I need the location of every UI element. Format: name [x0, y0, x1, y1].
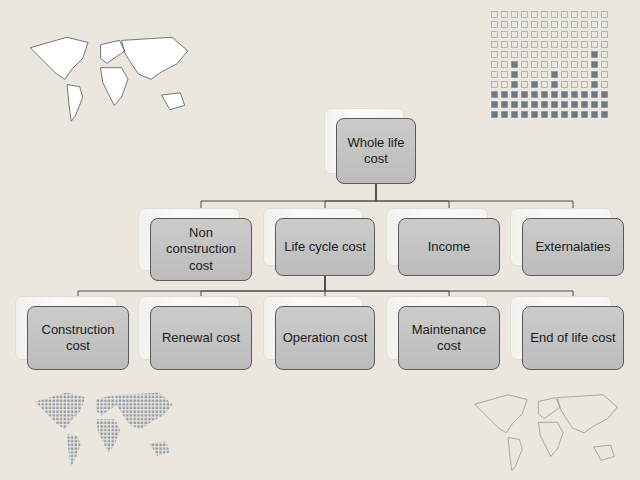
square-grid [490, 10, 610, 120]
dotted-world-map [35, 393, 173, 467]
cost-box: Externalaties [522, 218, 624, 276]
box-face: Construction cost [27, 306, 129, 370]
box-face: Renewal cost [150, 306, 252, 370]
box-face: Non construction cost [150, 218, 252, 281]
world-map [30, 37, 188, 121]
box-label: Income [428, 239, 471, 255]
box-face: Externalaties [522, 218, 624, 276]
box-face: Whole life cost [336, 118, 416, 184]
cost-box: Income [398, 218, 500, 276]
box-face: End of life cost [522, 306, 624, 370]
box-label: Renewal cost [162, 330, 240, 346]
cost-box: Renewal cost [150, 306, 252, 370]
dark-squares [550, 70, 560, 90]
box-label: Life cycle cost [284, 239, 366, 255]
cost-box: Life cycle cost [275, 218, 375, 276]
cost-box: Non construction cost [150, 218, 252, 281]
dark-squares [530, 80, 540, 90]
dark-squares [490, 90, 610, 120]
box-label: End of life cost [530, 330, 615, 346]
dark-squares [590, 50, 600, 90]
box-label: Construction cost [34, 322, 122, 355]
cost-box: Operation cost [275, 306, 375, 370]
box-label: Maintenance cost [405, 322, 493, 355]
box-face: Maintenance cost [398, 306, 500, 370]
root-box: Whole life cost [336, 118, 416, 184]
box-face: Life cycle cost [275, 218, 375, 276]
box-label: Whole life cost [343, 135, 409, 168]
cost-box: Construction cost [27, 306, 129, 370]
dark-squares [510, 60, 520, 90]
box-face: Income [398, 218, 500, 276]
cost-box: Maintenance cost [398, 306, 500, 370]
box-face: Operation cost [275, 306, 375, 370]
box-label: Non construction cost [157, 225, 245, 274]
polygon-world-map [475, 395, 618, 471]
box-label: Operation cost [283, 330, 368, 346]
cost-box: End of life cost [522, 306, 624, 370]
box-label: Externalaties [535, 239, 610, 255]
